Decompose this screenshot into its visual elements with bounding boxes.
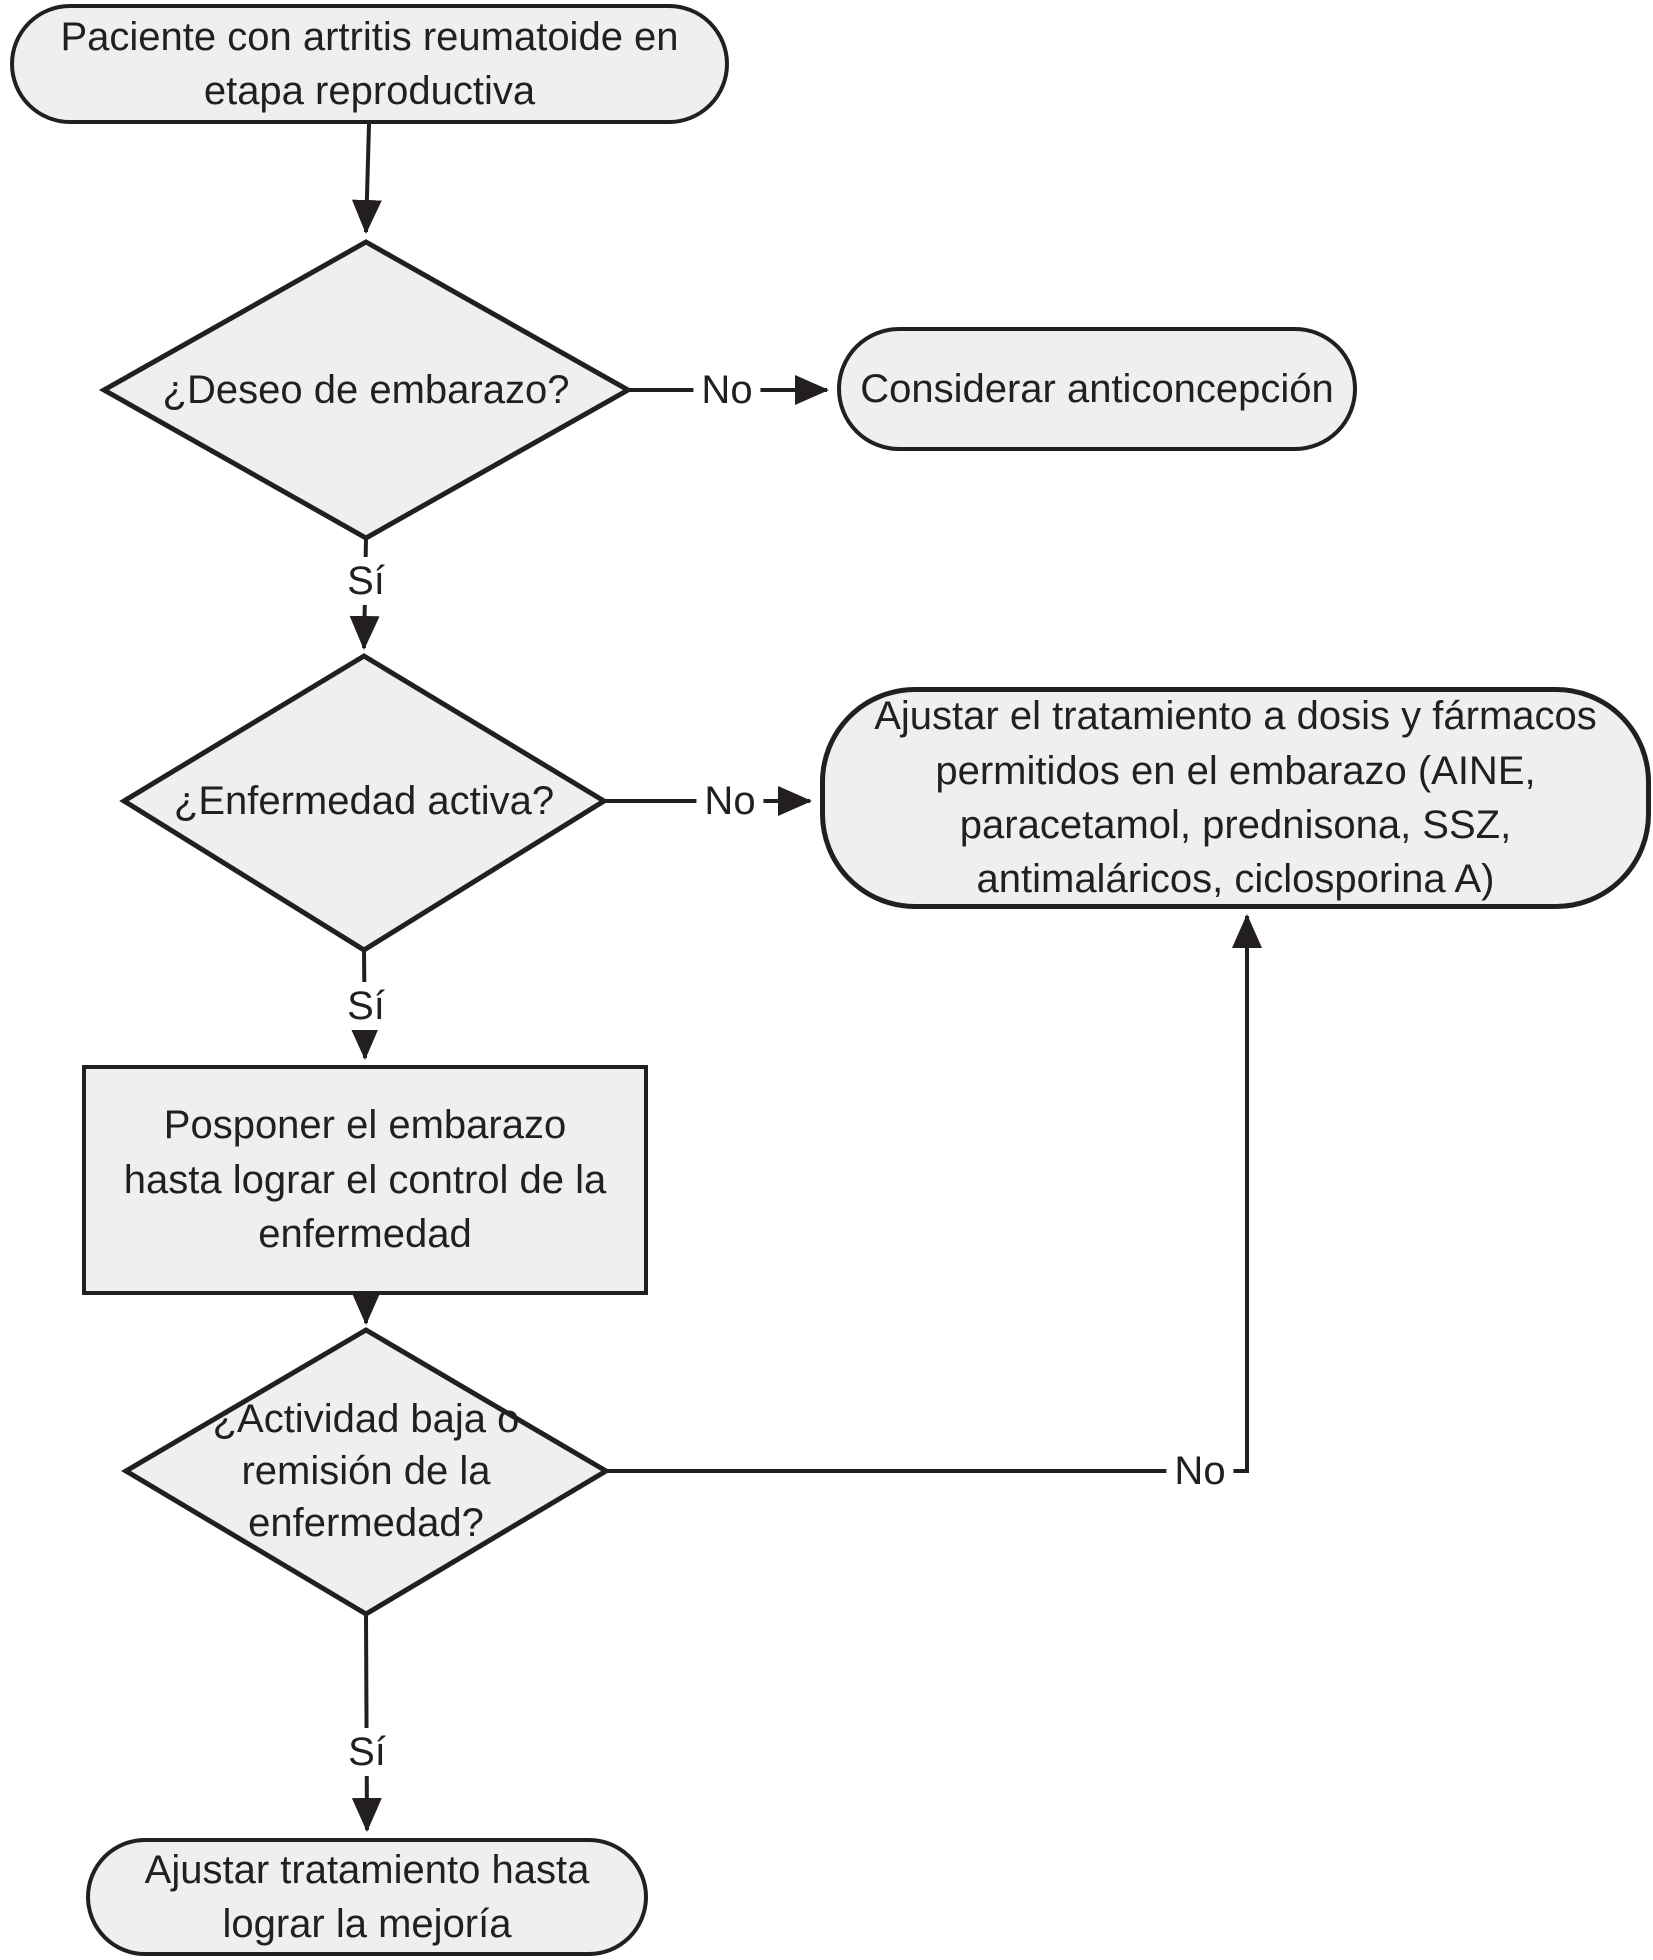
- node-start-label: Paciente con artritis reumatoide en etap…: [60, 14, 679, 113]
- node-decision-low-activity: ¿Actividad baja o remisión de la enferme…: [196, 1381, 536, 1561]
- label-active-no: No: [696, 777, 764, 825]
- edge-low-activity-yes: [351, 1613, 382, 1832]
- label-pregnancy-yes: Sí: [339, 557, 393, 605]
- node-postpone-pregnancy: Posponer el embarazo hasta lograr el con…: [82, 1065, 648, 1295]
- decision-active-disease-shape: [119, 653, 609, 953]
- node-decision-active-disease: ¿Enfermedad activa?: [144, 741, 584, 861]
- decision-pregnancy-label: ¿Deseo de embarazo?: [162, 368, 570, 412]
- label-low-activity-yes: Sí: [340, 1728, 394, 1776]
- node-contraception: Considerar anticoncepción: [837, 327, 1357, 451]
- decision-active-disease-label: ¿Enfermedad activa?: [173, 779, 555, 823]
- node-adjust-pregnancy-safe-label: Ajustar el tratamiento a dosis y fármaco…: [874, 694, 1597, 902]
- node-adjust-pregnancy-safe: Ajustar el tratamiento a dosis y fármaco…: [820, 687, 1651, 909]
- node-contraception-label: Considerar anticoncepción: [860, 366, 1334, 411]
- label-pregnancy-no: No: [693, 366, 761, 414]
- edge-low-activity-no: [606, 914, 1262, 1473]
- label-active-yes: Sí: [339, 982, 393, 1030]
- edge-start-to-pregnancy: [351, 123, 382, 234]
- node-postpone-pregnancy-label: Posponer el embarazo hasta lograr el con…: [123, 1103, 607, 1257]
- decision-low-activity-label: ¿Actividad baja o remisión de la enferme…: [212, 1397, 520, 1545]
- decision-pregnancy-shape: [98, 239, 634, 541]
- label-low-activity-no: No: [1166, 1447, 1234, 1495]
- node-adjust-until-improvement-label: Ajustar tratamiento hasta lograr la mejo…: [144, 1847, 590, 1946]
- node-adjust-until-improvement: Ajustar tratamiento hasta lograr la mejo…: [86, 1838, 648, 1956]
- node-start: Paciente con artritis reumatoide en etap…: [10, 4, 729, 124]
- node-decision-pregnancy: ¿Deseo de embarazo?: [136, 330, 596, 450]
- decision-low-activity-shape: [121, 1327, 611, 1617]
